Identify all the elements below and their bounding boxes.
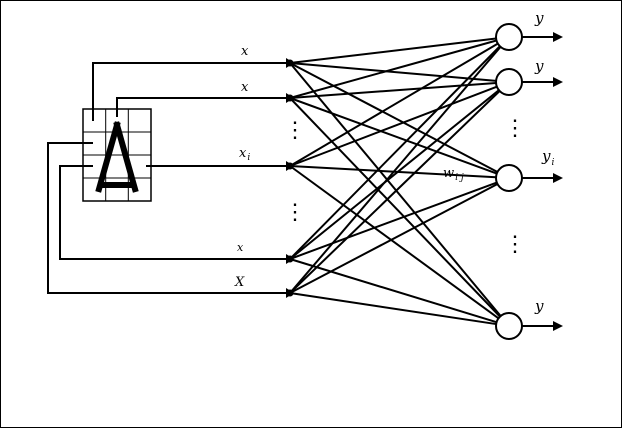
input-node — [286, 162, 294, 170]
input-node — [286, 255, 294, 263]
weight-line-1-2 — [289, 62, 497, 82]
output-ellipsis-lower: ⋮ — [504, 232, 526, 257]
input-wire-4 — [59, 165, 290, 260]
input-node — [286, 59, 294, 67]
output-label-i: yi — [541, 147, 554, 168]
weight-connections — [289, 37, 502, 326]
output-neuron — [495, 68, 523, 96]
weight-line-2-1 — [289, 39, 497, 99]
weight-line-3-1 — [289, 42, 499, 167]
glyph-a — [95, 121, 139, 193]
weight-line-4-3 — [289, 181, 498, 260]
weight-line-5-1 — [289, 46, 502, 294]
arrowhead — [553, 321, 563, 331]
arrowhead — [553, 173, 563, 183]
input-ellipsis-upper: ⋮ — [284, 118, 306, 143]
input-wires — [47, 62, 290, 294]
output-label-4: y — [534, 297, 544, 315]
input-label-1: x — [241, 44, 249, 59]
output-label-2: y — [534, 57, 544, 75]
output-neuron — [495, 312, 523, 340]
glyph-a-left-stroke — [95, 121, 121, 193]
output-neuron — [495, 23, 523, 51]
input-label-5: X — [234, 275, 245, 290]
glyph-a-right-stroke — [113, 121, 139, 193]
weight-line-3-4 — [289, 165, 500, 320]
input-nodes — [286, 59, 294, 297]
weight-label: wi j — [443, 166, 464, 183]
output-label-1: y — [534, 9, 544, 27]
weight-line-1-1 — [289, 37, 497, 64]
weight-line-2-2 — [289, 81, 497, 99]
output-ellipsis-upper: ⋮ — [504, 116, 526, 141]
weight-line-1-4 — [289, 62, 502, 317]
input-wire-5 — [47, 142, 290, 294]
output-neuron — [495, 164, 523, 192]
input-label-2: x — [241, 80, 249, 95]
input-node — [286, 289, 294, 297]
input-ellipsis-lower: ⋮ — [284, 200, 306, 225]
weight-line-5-4 — [289, 292, 497, 326]
input-label-4: x — [237, 241, 244, 254]
arrowhead — [553, 77, 563, 87]
input-label-i: xi — [239, 146, 250, 163]
input-wire-1 — [92, 62, 290, 121]
weight-line-2-3 — [289, 97, 498, 175]
output-arrows — [522, 36, 557, 327]
input-wire-2 — [116, 97, 290, 117]
output-neurons — [495, 23, 523, 340]
weight-line-3-2 — [289, 85, 498, 167]
weight-line-5-3 — [289, 183, 498, 294]
arrowhead — [553, 32, 563, 42]
glyph-letter-text: A — [1, 1, 2, 2]
weight-line-4-4 — [289, 258, 497, 324]
output-arrowheads — [553, 32, 563, 331]
weight-line-2-4 — [289, 97, 501, 318]
weight-line-4-1 — [289, 45, 501, 260]
weight-line-1-3 — [289, 62, 498, 173]
weight-line-5-2 — [289, 90, 501, 294]
input-node — [286, 94, 294, 102]
weight-line-4-2 — [289, 89, 500, 260]
